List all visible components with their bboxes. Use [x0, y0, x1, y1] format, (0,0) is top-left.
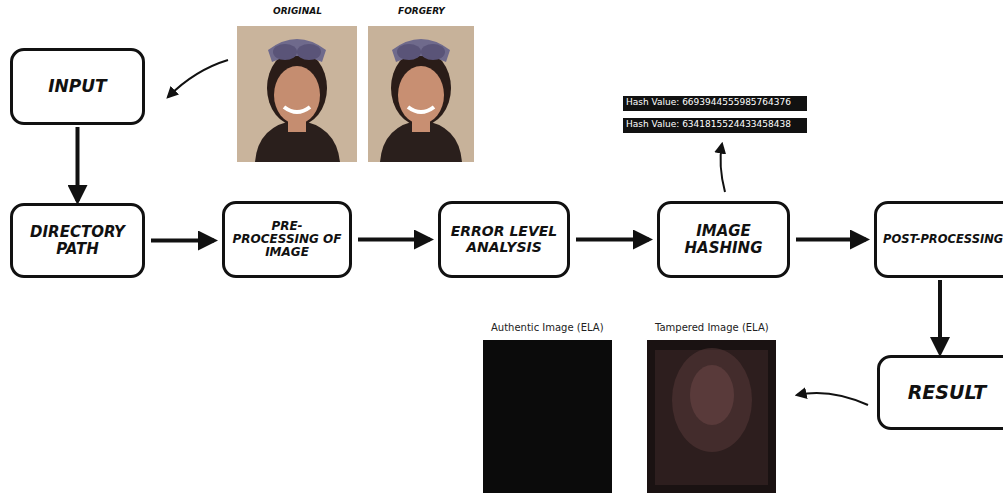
flow-arrow: [151, 239, 214, 243]
photo-caption: ORIGINAL: [273, 6, 322, 16]
hash-bar: [623, 118, 807, 133]
box-label: RESULT: [908, 382, 987, 403]
image-caption: Tampered Image (ELA): [655, 322, 769, 333]
process-box: IMAGE HASHING: [657, 201, 790, 278]
box-label: PRE-PROCESSING OF IMAGE: [229, 220, 345, 260]
flow-arrow: [796, 238, 866, 242]
flow-arrow: [576, 238, 649, 242]
flow-arrow: [938, 280, 942, 353]
process-box: INPUT: [10, 48, 145, 125]
hash-value: Hash Value: 6341815524433458438: [626, 119, 791, 129]
box-label: DIRECTORY PATH: [17, 224, 138, 257]
process-box: DIRECTORY PATH: [10, 203, 145, 278]
box-label: POST-PROCESSING: [883, 233, 1003, 246]
tampered-ela-image: [647, 340, 776, 493]
leader-arrow: [721, 144, 725, 192]
forgery-photo: [368, 26, 474, 162]
flow-arrow: [76, 127, 80, 201]
process-box: ERROR LEVEL ANALYSIS: [438, 201, 570, 278]
box-label: ERROR LEVEL ANALYSIS: [445, 224, 563, 255]
leader-arrow: [797, 393, 868, 405]
authentic-ela-image: [483, 340, 612, 493]
hash-bar: [623, 96, 807, 111]
box-label: IMAGE HASHING: [664, 223, 783, 256]
photo-caption: FORGERY: [398, 6, 445, 16]
hash-value: Hash Value: 6693944555985764376: [626, 97, 791, 107]
box-label: INPUT: [48, 77, 106, 96]
image-caption: Authentic Image (ELA): [491, 322, 604, 333]
original-photo: [237, 26, 357, 162]
process-box: PRE-PROCESSING OF IMAGE: [222, 201, 352, 278]
process-box: POST-PROCESSING: [874, 201, 1003, 278]
process-box: RESULT: [877, 355, 1003, 430]
leader-arrow: [168, 60, 228, 97]
flow-arrow: [358, 238, 430, 242]
